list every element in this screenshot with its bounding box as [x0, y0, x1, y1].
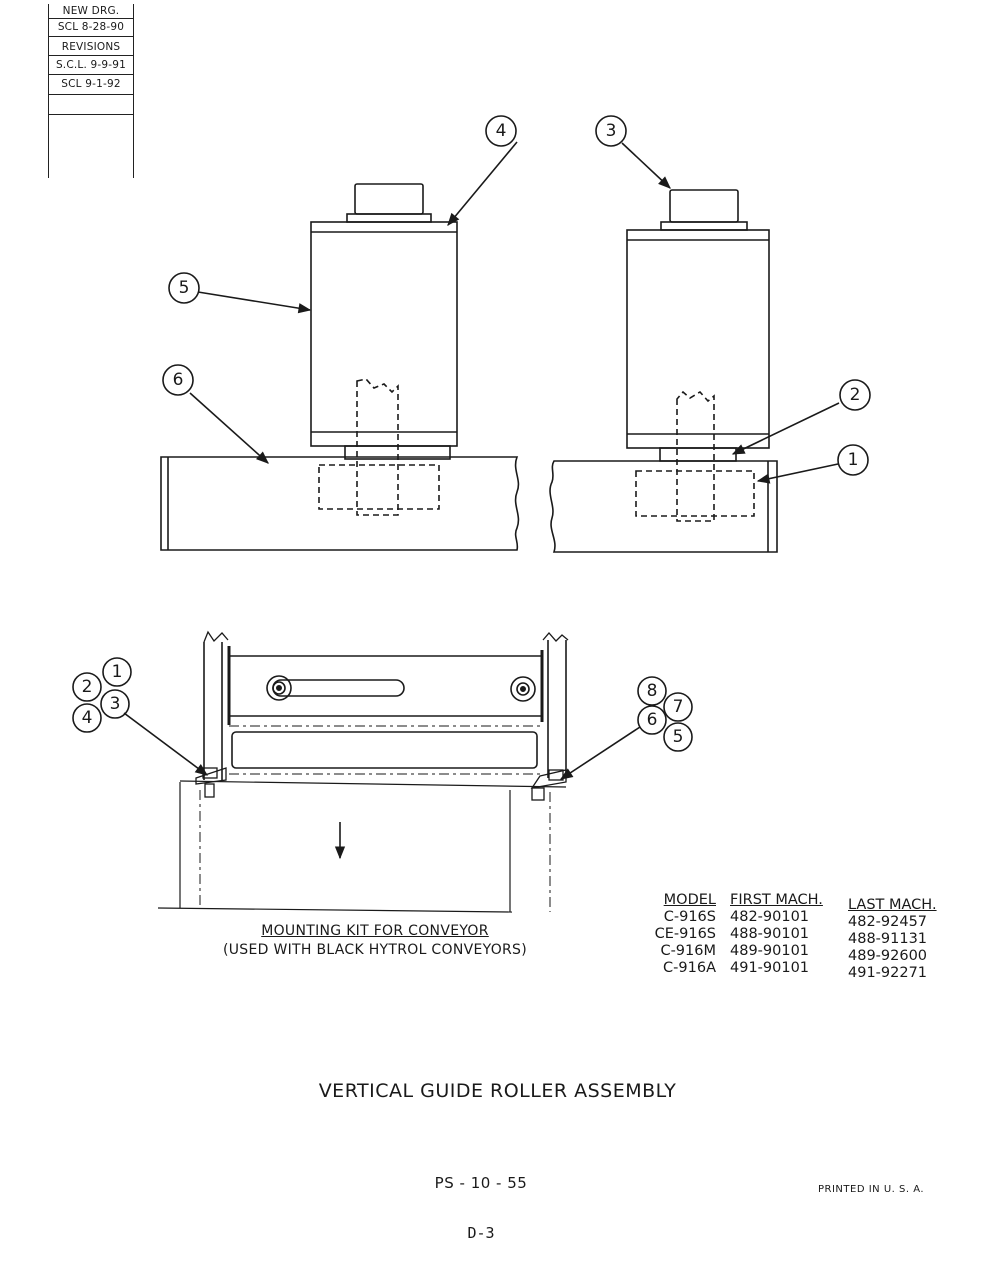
right-frame-rail — [549, 460, 778, 553]
table-cell: 488-90101 — [730, 926, 810, 942]
left-roller-body — [310, 221, 458, 447]
table-cell: C-916M — [660, 943, 716, 959]
revision-entry-2: SCL 9-1-92 — [49, 75, 133, 95]
header-last-mach: LAST MACH. — [848, 897, 937, 913]
revisions-label: REVISIONS — [49, 37, 133, 56]
document-number: PS - 10 - 55 — [434, 1174, 528, 1192]
left-roller-assembly — [160, 183, 520, 551]
callout-kit-right-6: 6 — [647, 710, 658, 730]
table-cell: C-916A — [663, 960, 716, 976]
printed-note: PRINTED IN U. S. A. — [818, 1184, 925, 1195]
mounting-kit-drawing — [157, 630, 569, 913]
left-frame-rail — [160, 456, 520, 551]
table-cell: 491-90101 — [730, 960, 810, 976]
table-cell: 489-92600 — [848, 948, 928, 964]
callout-kit-left-1: 1 — [112, 662, 123, 682]
callout-kit-right-8: 8 — [647, 681, 658, 701]
column-first-mach: FIRST MACH. 482-90101 488-90101 489-9010… — [730, 892, 823, 977]
callout-left-body: 5 — [179, 278, 190, 298]
mounting-kit-subtitle: (USED WITH BLACK HYTROL CONVEYORS) — [222, 942, 528, 958]
callout-right-washer: 2 — [850, 385, 861, 405]
page-number: D-3 — [467, 1224, 495, 1242]
right-roller-assembly — [549, 189, 778, 553]
mounting-kit-title: MOUNTING KIT FOR CONVEYOR — [261, 923, 489, 939]
table-cell: 491-92271 — [848, 965, 928, 981]
callout-kit-left-2: 2 — [82, 677, 93, 697]
table-cell: 482-92457 — [848, 914, 928, 930]
callout-kit-left-3: 3 — [110, 694, 121, 714]
new-drawing-label: NEW DRG. — [49, 4, 133, 19]
column-last-mach: LAST MACH. 482-92457 488-91131 489-92600… — [848, 897, 937, 982]
callout-left-frame: 6 — [173, 370, 184, 390]
table-cell: CE-916S — [654, 926, 716, 942]
revision-entry-blank — [49, 95, 133, 115]
right-cap-nut — [669, 189, 739, 223]
left-cap-nut — [354, 183, 424, 215]
callout-kit-left-4: 4 — [82, 708, 93, 728]
callout-right-bracket: 1 — [848, 450, 859, 470]
mounting-kit-caption: MOUNTING KIT FOR CONVEYOR (USED WITH BLA… — [170, 922, 580, 960]
leader-lines — [123, 141, 840, 780]
table-cell: C-916S — [663, 909, 716, 925]
header-first-mach: FIRST MACH. — [730, 892, 823, 908]
table-cell: 482-90101 — [730, 909, 810, 925]
revision-block: NEW DRG. SCL 8-28-90 REVISIONS S.C.L. 9-… — [48, 4, 134, 178]
revision-entry-1: S.C.L. 9-9-91 — [49, 56, 133, 75]
callout-right-cap: 3 — [606, 121, 617, 141]
callout-kit-right-7: 7 — [673, 697, 684, 717]
callout-left-cap: 4 — [496, 121, 507, 141]
table-cell: 489-90101 — [730, 943, 810, 959]
column-model: MODEL C-916S CE-916S C-916M C-916A — [642, 892, 716, 977]
callout-kit-right-5: 5 — [673, 727, 684, 747]
right-roller-body — [626, 229, 770, 449]
header-model: MODEL — [663, 892, 716, 908]
new-drawing-entry: SCL 8-28-90 — [49, 19, 133, 37]
guide-roller — [231, 731, 538, 769]
table-cell: 488-91131 — [848, 931, 928, 947]
drawing-title: VERTICAL GUIDE ROLLER ASSEMBLY — [318, 1080, 677, 1102]
